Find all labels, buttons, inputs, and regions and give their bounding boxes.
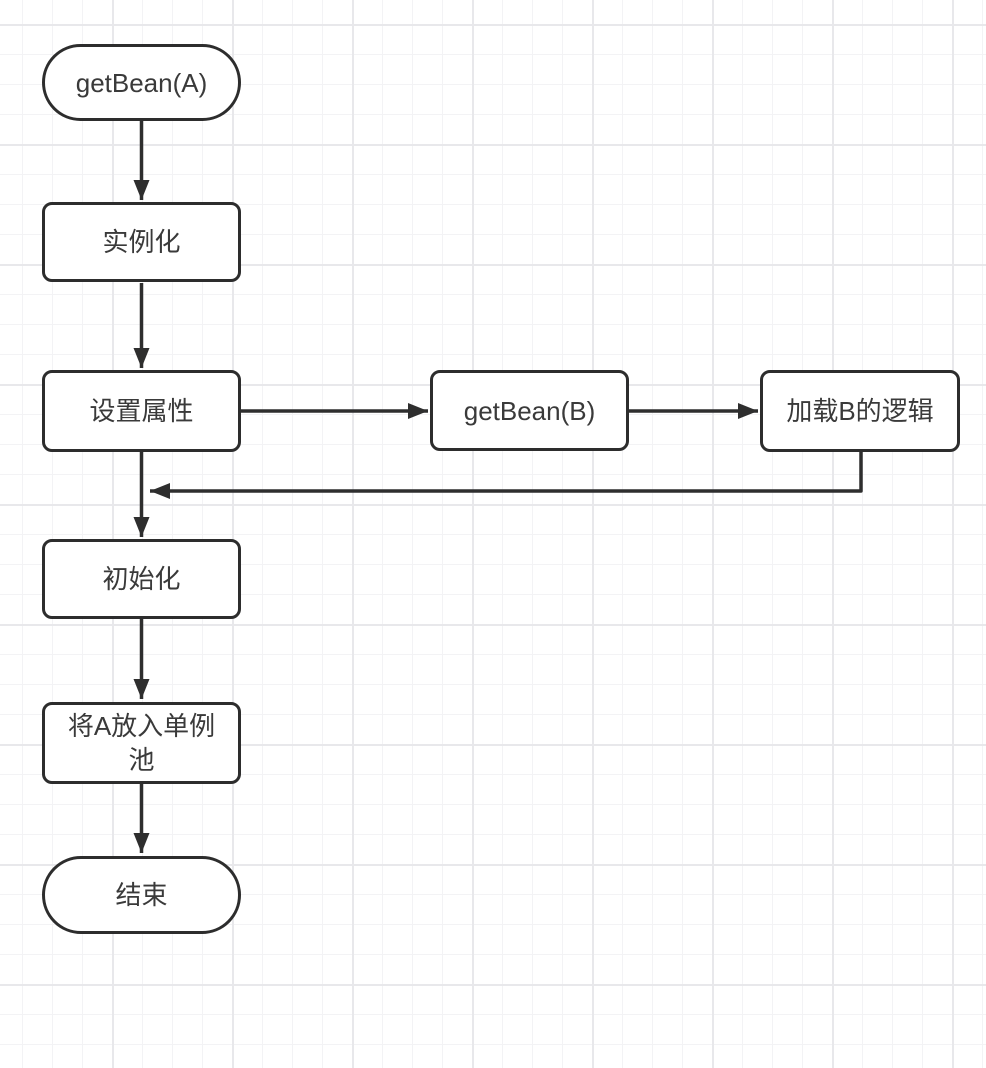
node-put-a-in-singleton[interactable]: 将A放入单例池 (42, 702, 241, 784)
node-label: 初始化 (102, 564, 181, 594)
node-label: getBean(B) (463, 395, 596, 426)
node-set-properties[interactable]: 设置属性 (42, 370, 241, 452)
node-label: getBean(A) (75, 67, 208, 98)
node-label: 实例化 (102, 227, 181, 257)
node-label: 将A放入单例池 (67, 711, 216, 775)
node-initialize[interactable]: 初始化 (42, 539, 241, 619)
node-instantiate[interactable]: 实例化 (42, 202, 241, 282)
node-label: 加载B的逻辑 (786, 396, 934, 426)
edge-loadblogic-return[interactable] (150, 451, 863, 499)
node-label: 结束 (115, 880, 168, 910)
node-end[interactable]: 结束 (42, 856, 241, 934)
node-load-b-logic[interactable]: 加载B的逻辑 (760, 370, 960, 452)
node-label: 设置属性 (89, 396, 194, 426)
node-getbean-a[interactable]: getBean(A) (42, 44, 241, 121)
node-getbean-b[interactable]: getBean(B) (430, 370, 629, 451)
